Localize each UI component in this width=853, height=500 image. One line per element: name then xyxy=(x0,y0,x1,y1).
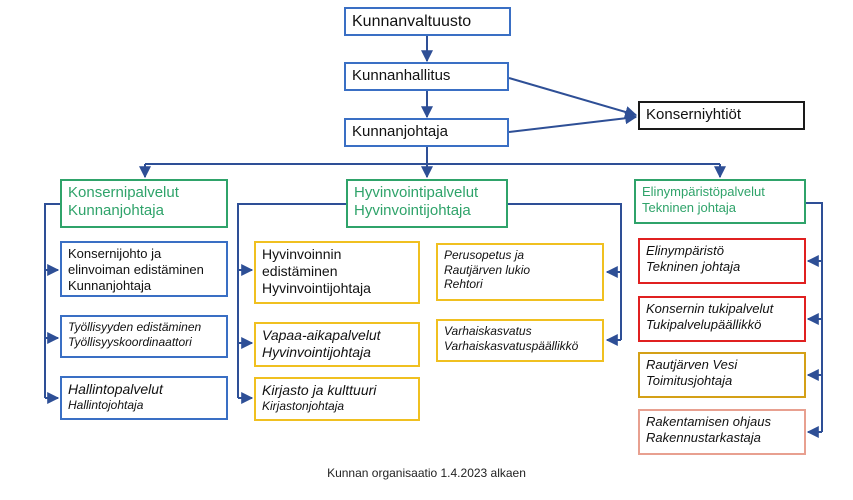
unit-line: Varhaiskasvatuspäällikkö xyxy=(444,338,579,353)
bracket-konserni xyxy=(44,203,60,398)
manager-label: Kunnanjohtaja xyxy=(352,123,448,140)
unit-line: edistäminen xyxy=(262,263,338,280)
unit-line: Kirjasto ja kulttuuri xyxy=(262,382,377,398)
division-elinymparistopalvelut: Elinympäristöpalvelut Tekninen johtaja xyxy=(634,179,806,224)
council-label: Kunnanvaltuusto xyxy=(352,13,472,30)
unit-elinymparisto: Elinympäristö Tekninen johtaja xyxy=(638,238,806,284)
unit-line: Kunnanjohtaja xyxy=(68,277,152,293)
unit-line: Hyvinvointijohtaja xyxy=(262,344,371,361)
bracket-hyv-right xyxy=(508,203,622,340)
unit-line: Kirjastonjohtaja xyxy=(262,399,345,414)
board-box: Kunnanhallitus xyxy=(344,62,509,91)
unit-rakentamisen-ohjaus: Rakentamisen ohjaus Rakennustarkastaja xyxy=(638,409,806,455)
unit-line: Rautjärven Vesi xyxy=(646,357,738,372)
arrow-manager-groups xyxy=(508,112,638,133)
unit-varhaiskasvatus: Varhaiskasvatus Varhaiskasvatuspäällikkö xyxy=(436,319,604,362)
unit-line: Varhaiskasvatus xyxy=(444,324,532,338)
unit-line: Konsernin tukipalvelut xyxy=(646,301,774,316)
unit-line: Rakentamisen ohjaus xyxy=(646,414,772,429)
unit-konsernin-tukipalvelut: Konsernin tukipalvelut Tukipalvelupäälli… xyxy=(638,296,806,342)
unit-line: Vapaa-aikapalvelut xyxy=(262,327,381,343)
council-box: Kunnanvaltuusto xyxy=(344,7,511,36)
division-hyvinvointipalvelut: Hyvinvointipalvelut Hyvinvointijohtaja xyxy=(346,179,508,228)
unit-line: Elinympäristö xyxy=(646,243,725,258)
unit-tyollisyys: Työllisyyden edistäminen Työllisyyskoord… xyxy=(60,315,228,358)
unit-hyvinvoinnin-edistaminen: Hyvinvoinnin edistäminen Hyvinvointijoht… xyxy=(254,241,420,304)
unit-line: Rehtori xyxy=(444,277,483,292)
unit-line: Rakennustarkastaja xyxy=(646,429,761,445)
unit-line: Tukipalvelupäällikkö xyxy=(646,316,762,332)
unit-line: Työllisyyskoordinaattori xyxy=(68,334,192,349)
unit-hallintopalvelut: Hallintopalvelut Hallintojohtaja xyxy=(60,376,228,420)
unit-rautjarven-vesi: Rautjärven Vesi Toimitusjohtaja xyxy=(638,352,806,398)
unit-line: Rautjärven lukio xyxy=(444,262,531,277)
groups-box: Konserniyhtiöt xyxy=(638,101,805,130)
division-title: Elinympäristöpalvelut xyxy=(642,184,765,199)
unit-perusopetus: Perusopetus ja Rautjärven lukio Rehtori xyxy=(436,243,604,301)
division-subtitle: Kunnanjohtaja xyxy=(68,202,164,220)
unit-line: Tekninen johtaja xyxy=(646,258,741,274)
division-konsernipalvelut: Konsernipalvelut Kunnanjohtaja xyxy=(60,179,228,228)
board-label: Kunnanhallitus xyxy=(352,67,451,84)
unit-line: Hyvinvoinnin xyxy=(262,246,342,262)
unit-line: Hallintopalvelut xyxy=(68,381,163,397)
division-subtitle: Tekninen johtaja xyxy=(642,199,736,215)
groups-label: Konserniyhtiöt xyxy=(646,106,742,123)
unit-line: Konsernijohto ja xyxy=(68,246,162,261)
figure-caption: Kunnan organisaatio 1.4.2023 alkaen xyxy=(327,466,526,480)
unit-line: elinvoiman edistäminen xyxy=(68,261,204,277)
unit-line: Toimitusjohtaja xyxy=(646,372,733,388)
division-title: Konsernipalvelut xyxy=(68,184,179,201)
bracket-elin xyxy=(806,202,823,432)
division-subtitle: Hyvinvointijohtaja xyxy=(354,202,471,220)
unit-line: Perusopetus ja xyxy=(444,248,525,262)
bracket-hyv-left xyxy=(237,203,346,398)
manager-box: Kunnanjohtaja xyxy=(344,118,509,147)
unit-line: Työllisyyden edistäminen xyxy=(68,320,202,334)
unit-kirjasto-kulttuuri: Kirjasto ja kulttuuri Kirjastonjohtaja xyxy=(254,377,420,421)
unit-line: Hallintojohtaja xyxy=(68,398,144,413)
unit-vapaa-aikapalvelut: Vapaa-aikapalvelut Hyvinvointijohtaja xyxy=(254,322,420,367)
division-title: Hyvinvointipalvelut xyxy=(354,184,479,201)
unit-line: Hyvinvointijohtaja xyxy=(262,280,371,297)
unit-konsernijohto: Konsernijohto ja elinvoiman edistäminen … xyxy=(60,241,228,297)
arrow-board-groups xyxy=(508,77,638,118)
